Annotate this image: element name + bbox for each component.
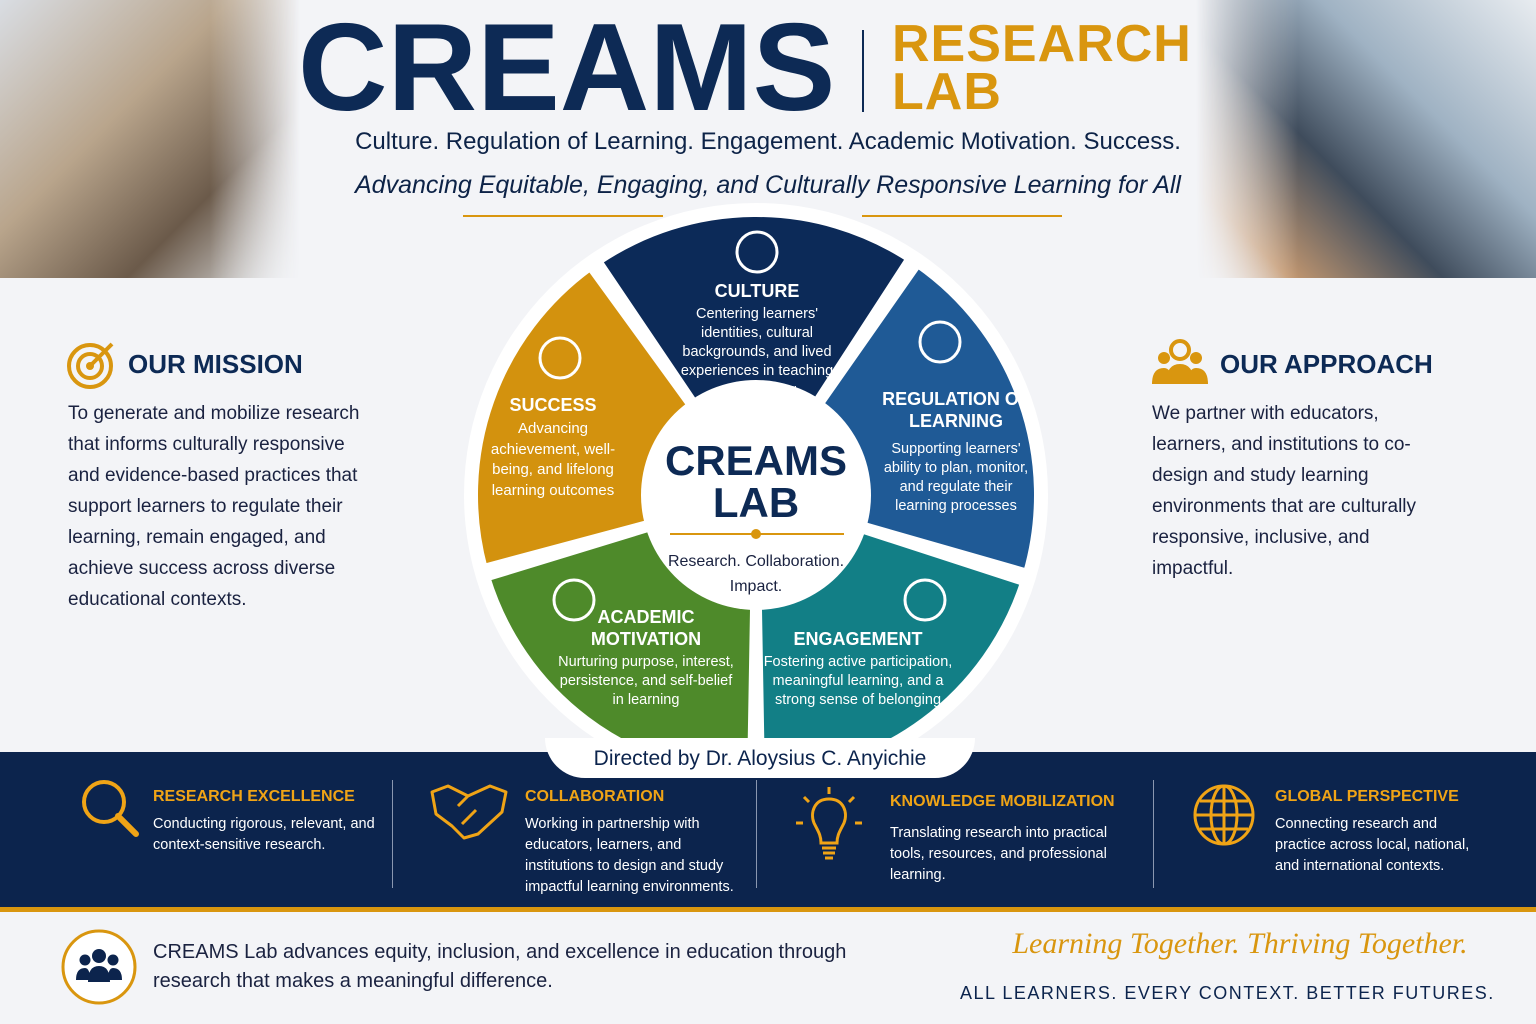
footer-motto: ALL LEARNERS. EVERY CONTEXT. BETTER FUTU… (960, 983, 1495, 1003)
center-dot (751, 529, 761, 539)
separator (392, 780, 393, 888)
plant-icon (552, 578, 596, 622)
director-credit: Directed by Dr. Aloysius C. Anyichie (545, 738, 975, 778)
lightbulb-icon (796, 787, 862, 860)
magnifier-icon (82, 780, 139, 837)
subtitle-line-1: RESEARCH (892, 15, 1192, 73)
gold-rule-left (463, 215, 663, 217)
separator (756, 780, 757, 888)
handshake-icon (430, 784, 508, 840)
footer-slogan: Learning Together. Thriving Together. (1012, 927, 1468, 960)
globe-icon (1193, 784, 1255, 846)
target-icon (67, 342, 114, 389)
research-wheel (464, 203, 1048, 752)
wheel-segment-culture (592, 209, 916, 503)
mission-tagline: Advancing Equitable, Engaging, and Cultu… (355, 171, 1181, 199)
page-title: CREAMS (298, 0, 836, 137)
head-gear-icon (918, 320, 962, 364)
group-icon (61, 929, 137, 1005)
wheel-center-subtitle: Research. Collaboration. Impact. (667, 553, 845, 595)
pillars-band (0, 752, 1536, 912)
wheel-center (641, 380, 871, 610)
mission-heading: OUR MISSION (128, 349, 303, 379)
meeting-photo (1196, 0, 1536, 278)
separator (1153, 780, 1154, 888)
approach-heading: OUR APPROACH (1220, 349, 1433, 379)
cheering-people-icon (903, 578, 947, 622)
subtitle-line-2: LAB (892, 63, 1002, 121)
people-icon (1152, 339, 1208, 384)
approach-text: We partner with educators, learners, and… (1152, 403, 1417, 579)
footer-statement: CREAMS Lab advances equity, inclusion, a… (153, 941, 847, 992)
globe-people-icon (735, 230, 779, 274)
tagline: Culture. Regulation of Learning. Engagem… (355, 128, 1181, 155)
mission-text: To generate and mobilize research that i… (68, 403, 360, 610)
gold-rule-right (862, 215, 1062, 217)
mountain-flag-icon (538, 336, 582, 380)
classroom-photo (0, 0, 300, 278)
title-divider (862, 30, 864, 112)
